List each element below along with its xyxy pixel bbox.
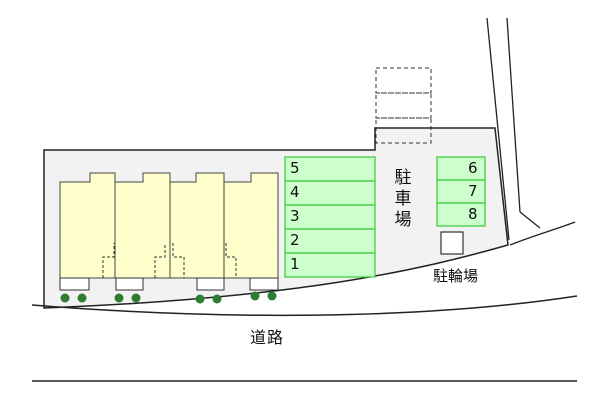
tree <box>77 293 87 303</box>
tree <box>212 294 222 304</box>
building-unit <box>114 172 171 279</box>
parking-slot-number: 4 <box>290 183 300 201</box>
tree <box>131 293 141 303</box>
parking-slot <box>436 156 486 181</box>
tree <box>195 294 205 304</box>
parking-slots-right <box>436 156 486 227</box>
entrance-box <box>59 277 90 291</box>
dashed-space <box>375 92 432 119</box>
dashed-space <box>375 117 432 144</box>
parking-slot-number: 1 <box>290 255 300 273</box>
building-unit <box>59 172 116 279</box>
parking-label: 駐車場 <box>394 168 412 230</box>
bicycle-parking-label: 駐輪場 <box>433 267 479 285</box>
parking-slot-number: 2 <box>290 231 300 249</box>
parking-slot-number: 8 <box>468 205 478 223</box>
boundary-line <box>486 17 510 241</box>
parking-slot-number: 6 <box>468 159 478 177</box>
parking-slot <box>284 204 376 230</box>
parking-slot <box>284 156 376 182</box>
parking-slot-number: 5 <box>290 159 300 177</box>
parking-slot-number: 3 <box>290 207 300 225</box>
boundary-line <box>519 211 541 229</box>
parking-slot <box>284 252 376 278</box>
parking-slot <box>284 180 376 206</box>
upper-parking-spaces <box>375 67 432 144</box>
building-dashed-marks <box>102 243 237 278</box>
entrance-box <box>115 277 144 291</box>
road-edge-upper <box>509 221 576 246</box>
road-edge-top <box>31 295 578 317</box>
building-unit <box>223 172 279 279</box>
entrance-box <box>196 277 225 291</box>
tree <box>114 293 124 303</box>
bicycle-parking-box <box>440 231 464 255</box>
parking-slot <box>436 179 486 204</box>
road-label: 道路 <box>250 328 285 347</box>
trees <box>60 291 277 304</box>
tree <box>60 293 70 303</box>
parking-slot <box>284 228 376 254</box>
entrance-boxes <box>59 277 279 291</box>
tree <box>250 291 260 301</box>
tree <box>267 291 277 301</box>
dashed-space <box>375 67 432 94</box>
boundary-line <box>506 17 521 213</box>
parking-slot <box>436 202 486 227</box>
building-unit <box>169 172 225 279</box>
entrance-box <box>249 277 279 291</box>
parking-slots-left <box>284 156 376 278</box>
buildings <box>59 172 279 279</box>
parking-slot-number: 7 <box>468 182 478 200</box>
